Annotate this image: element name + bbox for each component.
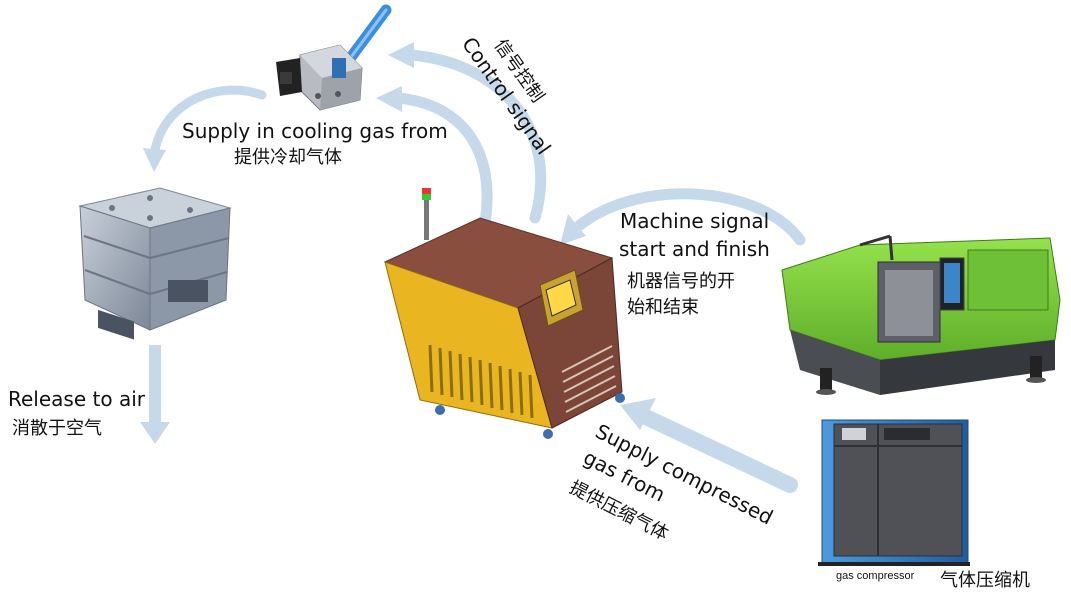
arrow-mold-release	[140, 345, 170, 444]
arrow-machine-to-chiller	[560, 188, 806, 246]
machine-signal-label-cn-1: 机器信号的开	[627, 271, 735, 292]
gas-compressor-label-en: gas compressor	[836, 570, 915, 582]
arrow-compressor-to-chiller	[620, 398, 798, 493]
arrow-nozzle-to-mold	[143, 85, 267, 172]
gas-compressor	[818, 419, 970, 566]
cooling-nozzle-device	[276, 4, 392, 111]
machine-signal-label-en-2: start and finish	[619, 237, 770, 261]
mold-block	[78, 187, 232, 340]
gas-compressor-label-cn: 气体压缩机	[940, 570, 1030, 591]
gas-cooling-chiller	[383, 188, 625, 439]
arrow-chiller-to-nozzle-outer	[388, 42, 547, 224]
arrow-chiller-to-nozzle-inner	[376, 86, 493, 228]
release-to-air-label-en: Release to air	[8, 387, 145, 411]
supply-cooling-gas-label-cn: 提供冷却气体	[234, 147, 342, 168]
machine-signal-label-en-1: Machine signal	[620, 209, 770, 233]
supply-cooling-gas-label-en: Supply in cooling gas from	[182, 119, 448, 143]
release-to-air-label-cn: 消散于空气	[12, 418, 102, 439]
machine-signal-label-cn-2: 始和结束	[627, 297, 699, 318]
injection-molding-machine	[781, 234, 1061, 395]
